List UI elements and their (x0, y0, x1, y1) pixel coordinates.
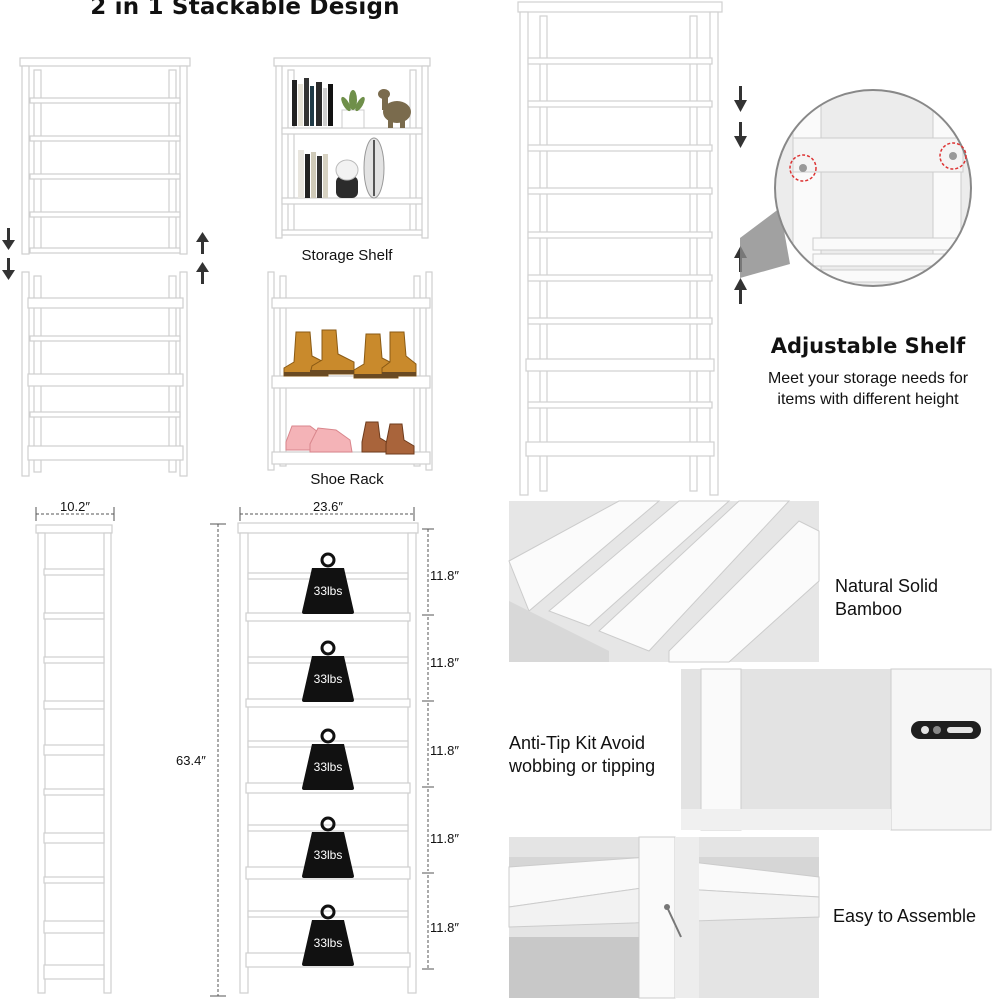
zoom-connector (740, 208, 790, 278)
feature-antitip-line2: wobbing or tipping (509, 756, 656, 776)
shoe-rack-label: Shoe Rack (310, 471, 384, 488)
stackable-upper-unit (19, 57, 191, 255)
stackable-lower-unit (21, 271, 188, 477)
feature-bamboo-line1: Natural Solid (835, 576, 939, 596)
storage-shelf-label: Storage Shelf (301, 247, 393, 264)
weight-capacity-label: 33lbs (313, 848, 343, 862)
adjustable-heading: Adjustable Shelf (770, 334, 966, 358)
bamboo-slats-image (508, 500, 820, 663)
weight-icon: 33lbs (300, 640, 356, 704)
depth-label: 10.2″ (60, 499, 90, 514)
assembly-image (508, 836, 820, 999)
adjustable-line-1: Meet your storage needs for (767, 370, 969, 387)
shelf-gap-label: 11.8″ (430, 920, 459, 935)
feature-antitip-line1: Anti-Tip Kit Avoid (509, 733, 646, 753)
tall-shelf-image (517, 1, 723, 496)
height-label: 63.4″ (176, 753, 206, 768)
shelf-gap-label: 11.8″ (430, 568, 459, 583)
shelf-gap-label: 11.8″ (430, 831, 459, 846)
adjustable-line-2: items with different height (777, 391, 959, 408)
weight-icon: 33lbs (300, 816, 356, 880)
weight-capacity-label: 33lbs (313, 760, 343, 774)
shelf-gap-label: 11.8″ (430, 655, 459, 670)
shoe-rack-image (267, 271, 433, 471)
anti-tip-kit-image (681, 668, 992, 831)
arrow-down-icon (2, 228, 15, 280)
weight-icon: 33lbs (300, 904, 356, 968)
side-view-image (35, 507, 115, 994)
storage-shelf-image (273, 57, 431, 239)
adjust-down-arrows-icon (734, 86, 747, 148)
feature-bamboo-line2: Bamboo (835, 599, 903, 619)
height-dimension-line (210, 523, 226, 997)
shelf-gap-label: 11.8″ (430, 743, 459, 758)
shelf-peg-detail-image (774, 89, 972, 287)
weight-capacity-label: 33lbs (313, 936, 343, 950)
weight-capacity-label: 33lbs (313, 672, 343, 686)
feature-assemble-line1: Easy to Assemble (833, 906, 977, 926)
weight-capacity-label: 33lbs (313, 584, 343, 598)
width-label: 23.6″ (313, 499, 343, 514)
page-title: 2 in 1 Stackable Design (90, 0, 400, 20)
weight-icon: 33lbs (300, 728, 356, 792)
weight-icon: 33lbs (300, 552, 356, 616)
arrow-up-icon (196, 232, 209, 284)
